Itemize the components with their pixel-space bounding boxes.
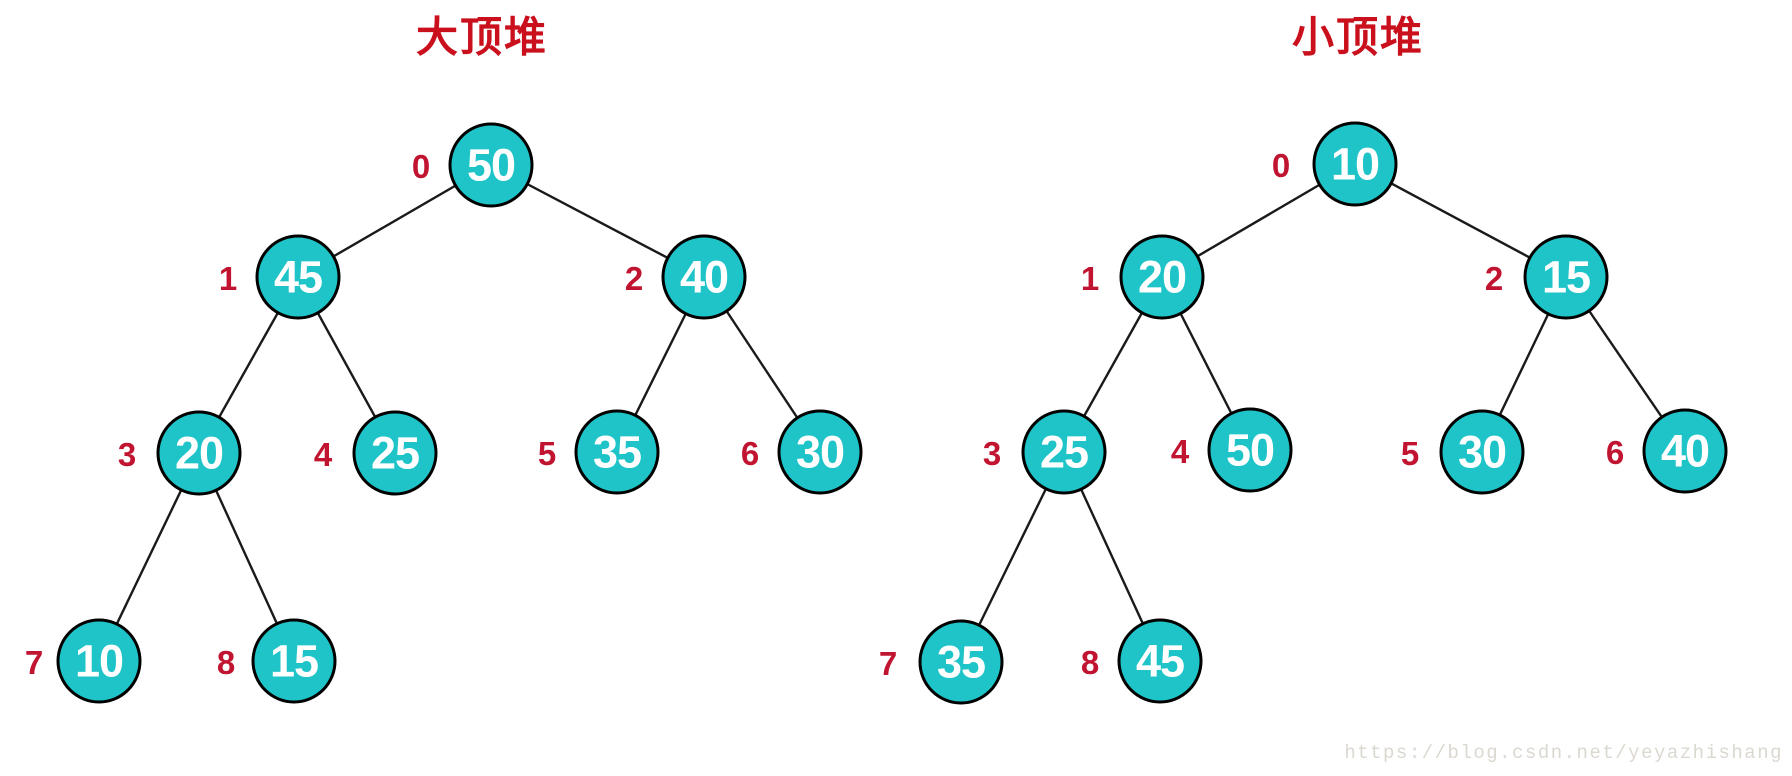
- min-heap-title: 小顶堆: [1291, 13, 1425, 61]
- min-heap-node-5: 30: [1439, 409, 1525, 495]
- max-heap-node-7: 10: [56, 618, 142, 704]
- max-heap-node-5: 35: [574, 409, 660, 495]
- max-heap-index-4: 4: [313, 436, 333, 473]
- max-heap-index-1: 1: [218, 260, 238, 297]
- min-heap-index-6: 6: [1605, 434, 1625, 471]
- min-heap-index-7: 7: [878, 645, 898, 682]
- min-heap-node-0: 10: [1312, 121, 1398, 207]
- min-heap-index-3: 3: [982, 435, 1002, 472]
- max-heap-index-3: 3: [117, 436, 137, 473]
- max-heap-node-4: 25: [352, 410, 438, 496]
- min-heap-index-1: 1: [1080, 260, 1100, 297]
- max-heap-node-6: 30: [777, 409, 863, 495]
- max-heap-title: 大顶堆: [415, 13, 549, 61]
- max-heap-index-6: 6: [740, 435, 760, 472]
- min-heap-node-6: 40: [1642, 408, 1728, 494]
- min-heap-node-4: 50: [1207, 407, 1293, 493]
- min-heap-node-2: 15: [1523, 234, 1609, 320]
- min-heap-node-1: 20: [1119, 234, 1205, 320]
- min-heap-index-0: 0: [1271, 147, 1291, 184]
- min-heap-index-2: 2: [1484, 260, 1504, 297]
- max-heap-node-3: 20: [156, 410, 242, 496]
- max-heap-node-8: 15: [251, 618, 337, 704]
- max-heap-node-0: 50: [448, 122, 534, 208]
- max-heap-index-8: 8: [216, 644, 236, 681]
- max-heap-node-1: 45: [255, 234, 341, 320]
- max-heap-index-2: 2: [624, 260, 644, 297]
- max-heap-index-5: 5: [537, 435, 557, 472]
- max-heap-index-7: 7: [24, 644, 44, 681]
- min-heap-index-5: 5: [1400, 435, 1420, 472]
- min-heap-node-7: 35: [918, 619, 1004, 705]
- max-heap-node-2: 40: [661, 234, 747, 320]
- min-heap-index-8: 8: [1080, 644, 1100, 681]
- min-heap-node-8: 45: [1117, 618, 1203, 704]
- min-heap-node-3: 25: [1021, 409, 1107, 495]
- watermark-url: https://blog.csdn.net/yeyazhishang: [1344, 742, 1783, 764]
- min-heap-index-4: 4: [1170, 433, 1190, 470]
- max-heap-index-0: 0: [411, 148, 431, 185]
